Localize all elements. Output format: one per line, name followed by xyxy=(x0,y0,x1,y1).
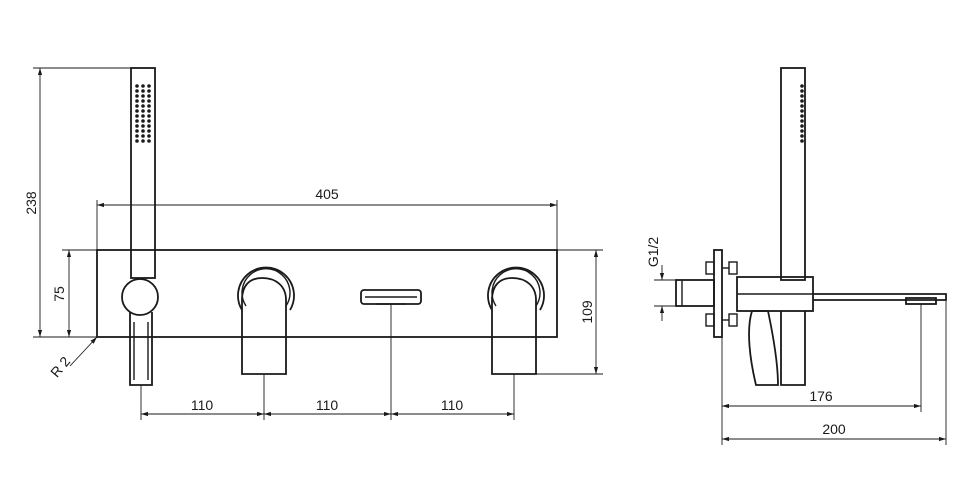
nozzle-dot xyxy=(141,129,145,133)
dim-110-label-3: 110 xyxy=(441,397,464,413)
nozzle-dot xyxy=(800,84,804,88)
nozzle-dot xyxy=(135,104,139,108)
left-mixer-body xyxy=(241,277,287,375)
nozzle-dot xyxy=(135,134,139,138)
nozzle-dot xyxy=(147,94,151,98)
nozzle-dot xyxy=(800,119,804,123)
nozzle-dot xyxy=(147,109,151,113)
dim-radius-label: R 2 xyxy=(47,353,73,380)
dim-109-label: 109 xyxy=(579,300,595,324)
nozzle-dot xyxy=(147,119,151,123)
nozzle-dot xyxy=(141,94,145,98)
dim-110-label-2: 110 xyxy=(316,397,339,413)
dim-238-label: 238 xyxy=(23,191,39,215)
nozzle-dot xyxy=(141,114,145,118)
nozzle-dot xyxy=(147,99,151,103)
nozzle-dot xyxy=(800,89,804,93)
dim-176-label: 176 xyxy=(809,388,833,404)
left-mixer-rosette xyxy=(237,266,295,311)
nozzle-dot xyxy=(141,99,145,103)
nozzle-dot xyxy=(135,99,139,103)
spray-nozzles xyxy=(135,84,151,143)
side-mixer-handle xyxy=(748,310,779,386)
nozzle-dot xyxy=(800,94,804,98)
nozzle-dot xyxy=(141,104,145,108)
hand-shower-handle xyxy=(130,67,156,279)
side-hand-shower xyxy=(780,67,806,281)
nozzle-dot xyxy=(141,139,145,143)
nozzle-dot xyxy=(147,139,151,143)
center-diverter xyxy=(360,289,422,305)
nozzle-dot xyxy=(800,129,804,133)
nozzle-dot xyxy=(141,119,145,123)
nozzle-dot xyxy=(141,84,145,88)
nozzle-dot xyxy=(135,139,139,143)
nozzle-dot xyxy=(800,139,804,143)
nozzle-dot xyxy=(141,109,145,113)
left-mixer xyxy=(237,266,295,375)
nozzle-dot xyxy=(135,124,139,128)
nozzle-dot xyxy=(147,89,151,93)
nozzle-dot xyxy=(147,124,151,128)
front-dimensions: 405 238 75 109 R 2 xyxy=(23,67,603,420)
nozzle-dot xyxy=(147,84,151,88)
nozzle-dot xyxy=(135,109,139,113)
hand-shower xyxy=(121,67,159,386)
hose-inner-lines xyxy=(133,322,149,380)
nozzle-dot xyxy=(135,94,139,98)
nozzle-dot xyxy=(800,114,804,118)
spout-outlet xyxy=(905,297,937,305)
dim-thread-label: G1/2 xyxy=(645,237,661,268)
dim-405-label: 405 xyxy=(315,186,339,202)
dim-75-label: 75 xyxy=(51,286,67,302)
side-spray-nozzles xyxy=(800,84,804,143)
right-mixer xyxy=(487,266,545,375)
nozzle-dot xyxy=(135,129,139,133)
mounting-flange xyxy=(713,249,723,338)
shower-holder-knob xyxy=(121,278,159,316)
right-mixer-rosette xyxy=(487,266,545,311)
nozzle-dot xyxy=(800,109,804,113)
nozzle-dot xyxy=(147,129,151,133)
nozzle-dot xyxy=(135,89,139,93)
nozzle-dot xyxy=(147,104,151,108)
nozzle-dot xyxy=(135,119,139,123)
front-view: 405 238 75 109 R 2 xyxy=(23,67,603,420)
nozzle-dot xyxy=(800,134,804,138)
dim-200-label: 200 xyxy=(822,421,846,437)
nozzle-dot xyxy=(147,114,151,118)
nozzle-dot xyxy=(800,99,804,103)
nozzle-dot xyxy=(147,134,151,138)
side-hose xyxy=(780,311,806,386)
dim-110-label-1: 110 xyxy=(191,397,214,413)
nozzle-dot xyxy=(800,124,804,128)
wall-plate xyxy=(96,249,558,338)
nozzle-dot xyxy=(141,89,145,93)
nozzle-dot xyxy=(135,84,139,88)
right-mixer-body xyxy=(491,277,537,375)
nozzle-dot xyxy=(141,124,145,128)
side-spout xyxy=(813,293,947,301)
inlet-pipe xyxy=(675,279,715,307)
nozzle-dot xyxy=(135,114,139,118)
nozzle-dot xyxy=(800,104,804,108)
nozzle-dot xyxy=(141,134,145,138)
side-view: G1/2 176 200 xyxy=(645,67,947,445)
